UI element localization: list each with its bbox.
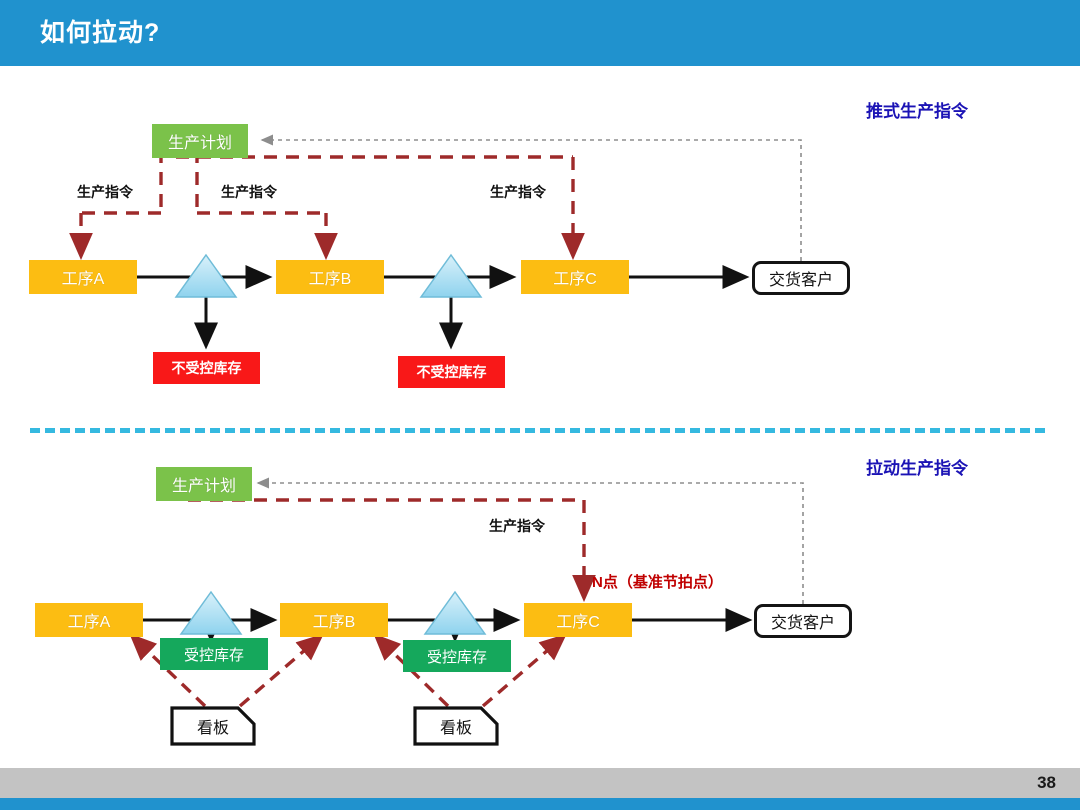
pull-process-a: 工序A xyxy=(35,603,143,637)
pull-process-c: 工序C xyxy=(524,603,632,637)
page-title: 如何拉动? xyxy=(40,19,161,47)
push-uncontrolled-inventory-2: 不受控库存 xyxy=(398,356,505,388)
push-order-label-3: 生产指令 xyxy=(490,184,546,200)
kanban-note-1: 看板 xyxy=(170,706,256,746)
footer-accent-bar xyxy=(0,798,1080,810)
page-number: 38 xyxy=(1037,773,1056,792)
push-plan-box: 生产计划 xyxy=(152,124,248,158)
push-section-heading: 推式生产指令 xyxy=(866,102,968,121)
push-order-label-2: 生产指令 xyxy=(221,184,277,200)
push-uncontrolled-inventory-1: 不受控库存 xyxy=(153,352,260,384)
pull-controlled-inventory-1: 受控库存 xyxy=(160,638,268,670)
kanban-note-1-label: 看板 xyxy=(196,720,229,737)
push-order-label-1: 生产指令 xyxy=(77,184,133,200)
footer-bar xyxy=(0,768,1080,798)
push-customer-box: 交货客户 xyxy=(752,261,850,295)
kanban-note-2: 看板 xyxy=(413,706,499,746)
kanban-shape-icon xyxy=(413,706,499,746)
push-process-c: 工序C xyxy=(521,260,629,294)
section-divider xyxy=(30,428,1045,433)
pull-process-b: 工序B xyxy=(280,603,388,637)
pull-order-label-1: 生产指令 xyxy=(489,518,545,534)
n-point-label: N点（基准节拍点） xyxy=(592,574,723,591)
push-process-b: 工序B xyxy=(276,260,384,294)
pull-plan-box: 生产计划 xyxy=(156,467,252,501)
pull-section-heading: 拉动生产指令 xyxy=(866,459,968,478)
kanban-note-2-label: 看板 xyxy=(439,720,472,737)
push-process-a: 工序A xyxy=(29,260,137,294)
kanban-shape-icon xyxy=(170,706,256,746)
slide-header: 如何拉动? xyxy=(0,0,1080,66)
pull-controlled-inventory-2: 受控库存 xyxy=(403,640,511,672)
pull-customer-box: 交货客户 xyxy=(754,604,852,638)
